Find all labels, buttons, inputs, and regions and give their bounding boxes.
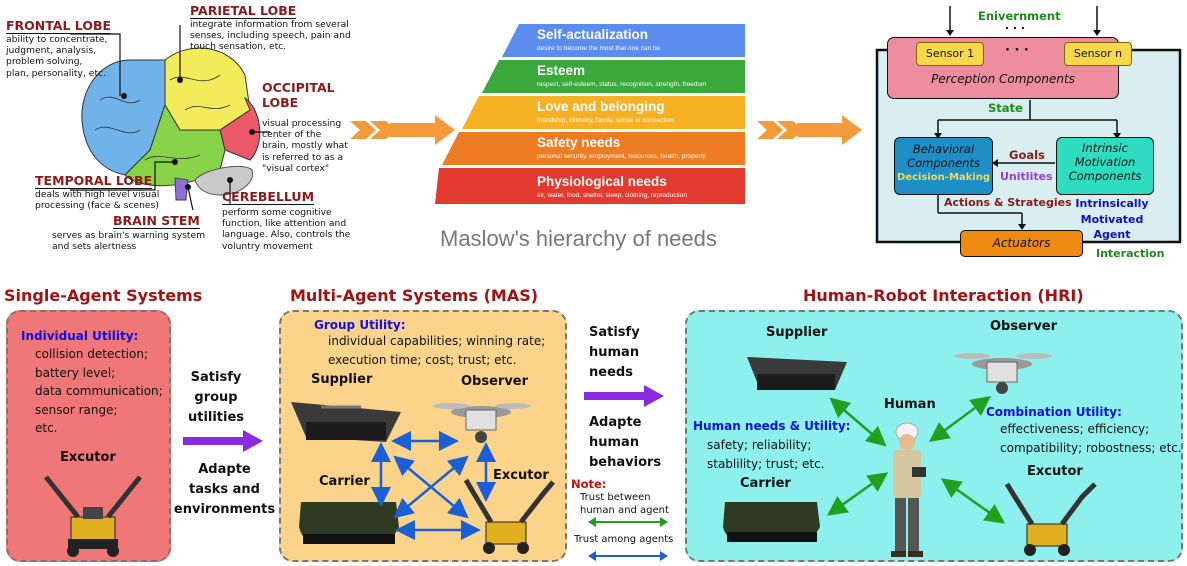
actions-label: Actions & Strategies bbox=[944, 196, 1072, 209]
group-utility-text: individual capabilities; winning rate;ex… bbox=[328, 334, 546, 367]
hri-carrier-label: Carrier bbox=[740, 476, 791, 491]
frontal-lobe-title: FRONTAL LOBE bbox=[6, 18, 112, 34]
hri-observer-label: Observer bbox=[990, 319, 1058, 334]
note-blue-text: Trust among agents bbox=[574, 534, 674, 545]
group-utility-label: Group Utility: bbox=[314, 318, 406, 332]
maslow-pyramid-shape bbox=[435, 24, 745, 204]
individual-utility-list: collision detection;battery level;data c… bbox=[35, 347, 163, 435]
hri-human-label: Human bbox=[884, 397, 936, 412]
hri-excutor-robot-icon bbox=[1004, 482, 1097, 556]
mas-carrier-label: Carrier bbox=[319, 474, 370, 489]
goals-label: Goals bbox=[1009, 148, 1045, 162]
hri-title: Human-Robot Interaction (HRI) bbox=[803, 286, 1084, 305]
human-figure-icon bbox=[891, 422, 926, 557]
mas-title: Multi-Agent Systems (MAS) bbox=[290, 286, 539, 305]
single-excutor-label: Excutor bbox=[60, 450, 116, 465]
hri-excutor-label: Excutor bbox=[1027, 464, 1083, 479]
human-needs-text: safety; reliability;stablility; trust; e… bbox=[707, 438, 825, 471]
single-agent-panel: Individual Utility: collision detection;… bbox=[6, 310, 171, 562]
cerebellum-title: CEREBELLUM bbox=[222, 189, 315, 205]
green-double-arrow-icon bbox=[588, 517, 668, 527]
combination-utility-text: effectiveness; efficiency;compatibility;… bbox=[1000, 422, 1182, 455]
intrinsic-box: Intrinsic Motivation Components bbox=[1056, 137, 1154, 195]
interaction-label: Interaction bbox=[1096, 247, 1165, 260]
sensor-n: Sensor n bbox=[1064, 42, 1132, 66]
mas-robots bbox=[291, 402, 555, 554]
parietal-lobe-title: PARIETAL LOBE bbox=[190, 3, 297, 19]
behavioral-box: Behavioral Components Decision-Making bbox=[894, 137, 993, 195]
actuators-box: Actuators bbox=[960, 230, 1083, 257]
hri-panel: Supplier Observer Human Human needs & Ut… bbox=[685, 310, 1183, 562]
brainstem-title: BRAIN STEM bbox=[113, 213, 200, 229]
hri-supplier-robot-icon bbox=[747, 357, 847, 390]
maslow-caption: Maslow's hierarchy of needs bbox=[440, 226, 717, 251]
individual-utility-label: Individual Utility: bbox=[21, 329, 139, 343]
note-label: Note: bbox=[571, 477, 607, 491]
chevron-arrow-2-icon bbox=[757, 115, 862, 145]
hri-figures bbox=[723, 353, 1097, 557]
frontal-lobe-desc: ability to concentrate,judgment, analysi… bbox=[6, 34, 108, 79]
single-agent-title: Single-Agent Systems bbox=[4, 286, 203, 305]
brainstem-shape bbox=[174, 177, 189, 201]
mas-observer-label: Observer bbox=[461, 374, 529, 389]
human-needs-label: Human needs & Utility: bbox=[693, 419, 851, 433]
excutor-robot-icon bbox=[44, 475, 142, 557]
environment-label: Enivernment bbox=[978, 9, 1061, 23]
brain-illustration bbox=[70, 25, 270, 210]
combination-utility-label: Combination Utility: bbox=[986, 405, 1122, 419]
supplier-robot-icon bbox=[291, 402, 401, 442]
purple-arrow-2-icon bbox=[584, 385, 664, 407]
state-label: State bbox=[988, 101, 1023, 115]
hri-carrier-robot-icon bbox=[723, 502, 820, 542]
mas-excutor-robot-icon bbox=[463, 478, 555, 554]
hri-supplier-label: Supplier bbox=[766, 325, 828, 340]
hri-observer-drone-icon bbox=[954, 353, 1052, 394]
chevron-arrow-1-icon bbox=[350, 115, 455, 145]
sensor-1: Sensor 1 bbox=[916, 42, 984, 66]
mas-supplier-label: Supplier bbox=[311, 372, 373, 387]
cerebellum-shape bbox=[194, 165, 254, 196]
mas-excutor-label: Excutor bbox=[493, 468, 549, 483]
sensor-dots: · · · bbox=[1005, 43, 1029, 58]
purple-arrow-1-icon bbox=[183, 430, 263, 452]
observer-drone-icon bbox=[433, 403, 531, 443]
unitlites-label: Unitlites bbox=[1000, 170, 1053, 183]
carrier-robot-icon bbox=[299, 502, 399, 544]
perception-label: Perception Components bbox=[931, 72, 1075, 86]
blue-double-arrow-icon bbox=[588, 551, 668, 561]
parietal-lobe-shape bbox=[164, 47, 251, 131]
environment-dots: . . . bbox=[1005, 19, 1026, 32]
mas-panel: Group Utility: individual capabilities; … bbox=[279, 310, 567, 562]
temporal-lobe-title: TEMPORAL LOBE bbox=[35, 173, 153, 189]
